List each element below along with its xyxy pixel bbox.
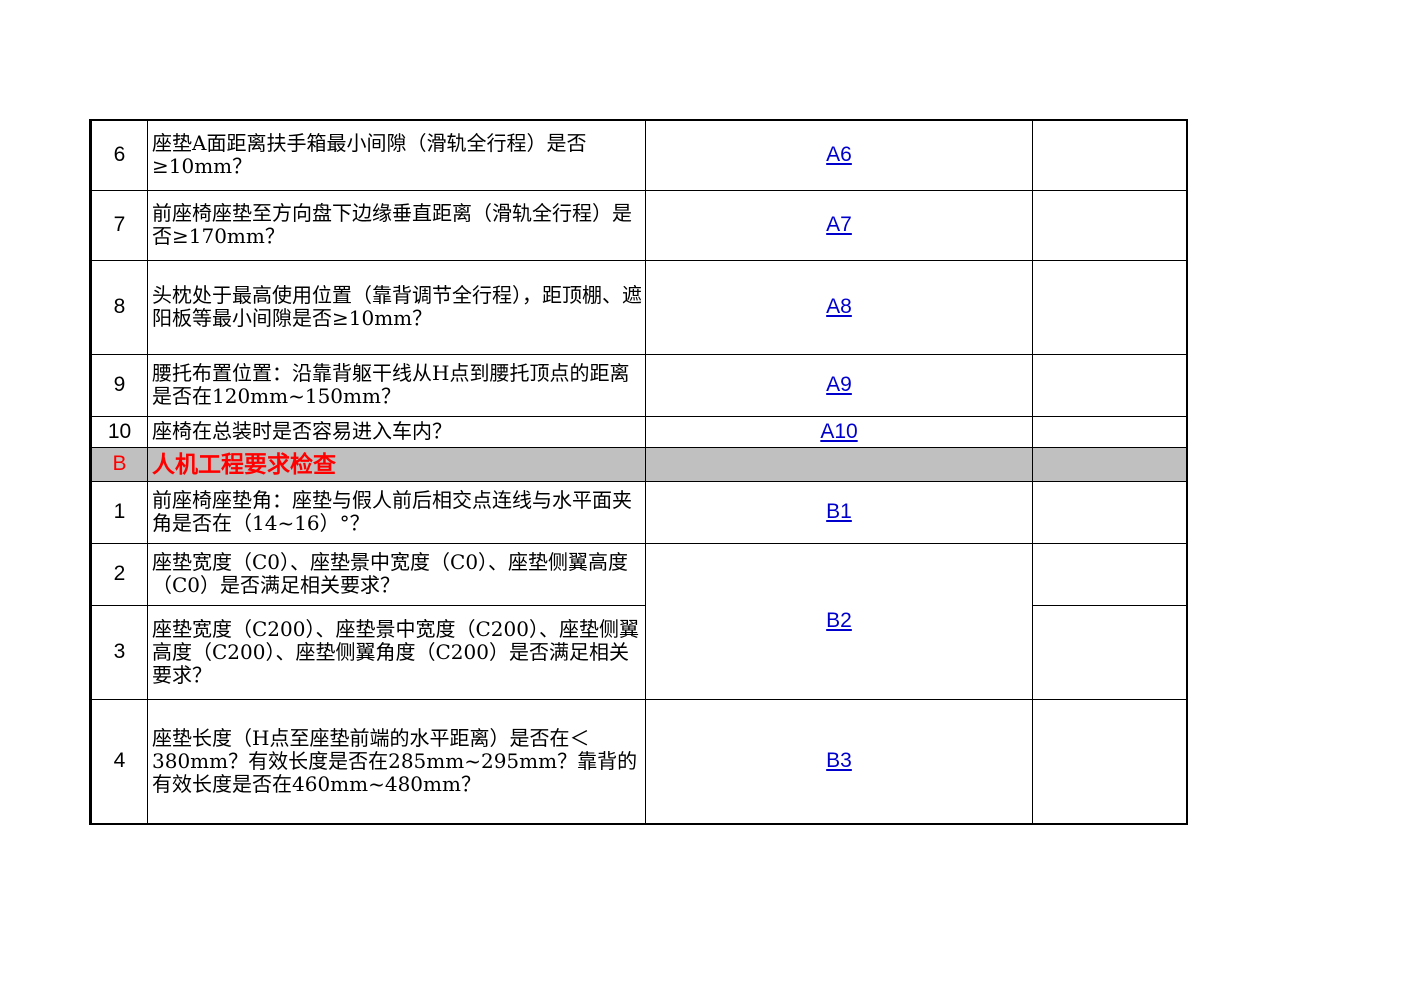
result-cell[interactable]	[1032, 353, 1187, 417]
result-cell[interactable]	[1032, 542, 1187, 606]
check-item-description: 座椅在总装时是否容易进入车内？	[147, 415, 646, 448]
section-empty-cell	[1032, 446, 1187, 482]
row-number: 10	[90, 415, 148, 448]
section-code: B	[90, 446, 148, 482]
table-row: 1 前座椅座垫角：座垫与假人前后相交点连线与水平面夹角是否在（14~16）°？ …	[90, 480, 1187, 544]
row-number: 8	[90, 259, 148, 355]
reference-cell: A7	[645, 189, 1033, 261]
row-number: 1	[90, 480, 148, 544]
table-row: 3 座垫宽度（C200）、座垫景中宽度（C200）、座垫侧翼高度（C200）、座…	[90, 604, 1187, 700]
check-item-description: 前座椅座垫至方向盘下边缘垂直距离（滑轨全行程）是否≥170mm？	[147, 189, 646, 261]
result-cell[interactable]	[1032, 604, 1187, 700]
table-row: 6 座垫A面距离扶手箱最小间隙（滑轨全行程）是否≥10mm？ A6	[90, 119, 1187, 191]
row-number: 3	[90, 604, 148, 700]
reference-link-a9[interactable]: A9	[826, 373, 852, 396]
reference-cell: B3	[645, 698, 1033, 825]
table-row: 4 座垫长度（H点至座垫前端的水平距离）是否在＜380mm？有效长度是否在285…	[90, 698, 1187, 825]
reference-link-a8[interactable]: A8	[826, 295, 852, 318]
reference-cell: B1	[645, 480, 1033, 544]
reference-cell: B2	[645, 542, 1033, 700]
table-row: 8 头枕处于最高使用位置（靠背调节全行程），距顶棚、遮阳板等最小间隙是否≥10m…	[90, 259, 1187, 355]
reference-cell: A8	[645, 259, 1033, 355]
check-item-description: 座垫宽度（C0）、座垫景中宽度（C0）、座垫侧翼高度（C0）是否满足相关要求？	[147, 542, 646, 606]
check-item-description: 座垫A面距离扶手箱最小间隙（滑轨全行程）是否≥10mm？	[147, 119, 646, 191]
row-number: 7	[90, 189, 148, 261]
check-item-description: 腰托布置位置：沿靠背躯干线从H点到腰托顶点的距离是否在120mm~150mm？	[147, 353, 646, 417]
check-item-description: 前座椅座垫角：座垫与假人前后相交点连线与水平面夹角是否在（14~16）°？	[147, 480, 646, 544]
table-row: 10 座椅在总装时是否容易进入车内？ A10	[90, 415, 1187, 448]
reference-link-b1[interactable]: B1	[826, 500, 852, 523]
reference-link-a7[interactable]: A7	[826, 213, 852, 236]
reference-cell: A6	[645, 119, 1033, 191]
section-title: 人机工程要求检查	[147, 446, 646, 482]
section-header-row: B 人机工程要求检查	[90, 446, 1187, 482]
row-number: 2	[90, 542, 148, 606]
check-item-description: 座垫长度（H点至座垫前端的水平距离）是否在＜380mm？有效长度是否在285mm…	[147, 698, 646, 825]
reference-link-b2[interactable]: B2	[826, 609, 852, 632]
section-empty-cell	[645, 446, 1033, 482]
result-cell[interactable]	[1032, 415, 1187, 448]
reference-link-a10[interactable]: A10	[820, 419, 858, 443]
row-number: 4	[90, 698, 148, 825]
result-cell[interactable]	[1032, 698, 1187, 825]
result-cell[interactable]	[1032, 259, 1187, 355]
reference-link-a6[interactable]: A6	[826, 143, 852, 167]
reference-cell: A10	[645, 415, 1033, 448]
row-number: 9	[90, 353, 148, 417]
reference-cell: A9	[645, 353, 1033, 417]
table-row: 7 前座椅座垫至方向盘下边缘垂直距离（滑轨全行程）是否≥170mm？ A7	[90, 189, 1187, 261]
result-cell[interactable]	[1032, 189, 1187, 261]
row-number: 6	[90, 119, 148, 191]
reference-link-b3[interactable]: B3	[826, 749, 852, 773]
table-row: 2 座垫宽度（C0）、座垫景中宽度（C0）、座垫侧翼高度（C0）是否满足相关要求…	[90, 542, 1187, 700]
result-cell[interactable]	[1032, 480, 1187, 544]
check-item-description: 头枕处于最高使用位置（靠背调节全行程），距顶棚、遮阳板等最小间隙是否≥10mm？	[147, 259, 646, 355]
result-cell[interactable]	[1032, 119, 1187, 191]
checklist-table: 6 座垫A面距离扶手箱最小间隙（滑轨全行程）是否≥10mm？ A6 7 前座椅座…	[89, 119, 1188, 825]
table-row: 9 腰托布置位置：沿靠背躯干线从H点到腰托顶点的距离是否在120mm~150mm…	[90, 353, 1187, 417]
check-item-description: 座垫宽度（C200）、座垫景中宽度（C200）、座垫侧翼高度（C200）、座垫侧…	[147, 604, 646, 700]
